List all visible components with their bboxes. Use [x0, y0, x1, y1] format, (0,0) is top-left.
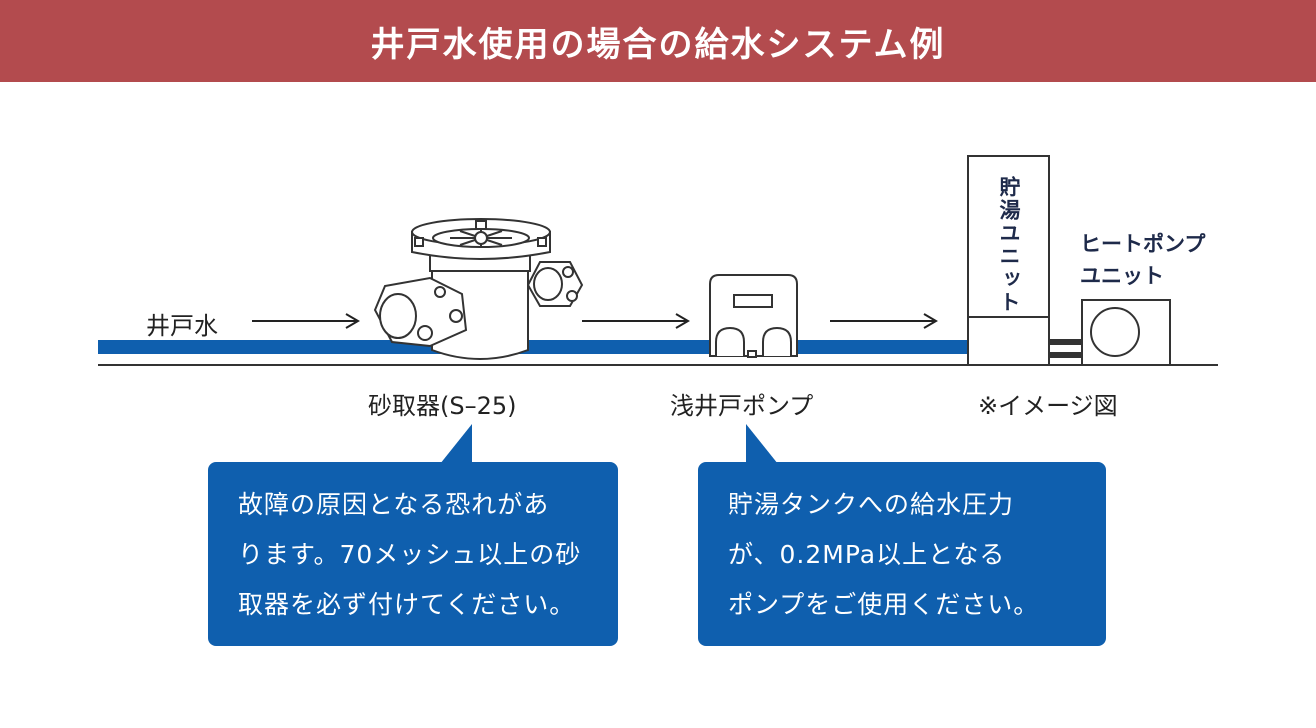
flow-arrow-2: [582, 313, 690, 329]
flow-arrow-3: [830, 313, 938, 329]
tank-label: 貯湯ユニット: [997, 176, 1021, 314]
heatpump-label-line2: ユニット: [1080, 264, 1164, 288]
heat-pump-icon: [1081, 299, 1171, 366]
callout-left-line: 取器を必ず付けてください。: [238, 590, 576, 619]
pump-label: 浅井戸ポンプ: [670, 392, 814, 420]
callout-left-line: 故障の原因となる恐れがあ: [238, 490, 550, 519]
well-pump-icon: [709, 274, 798, 358]
callout-right-tail: [746, 424, 778, 464]
callout-right-line: 貯湯タンクへの給水圧力: [728, 490, 1015, 519]
sand-filter-icon: [373, 218, 584, 360]
heatpump-label-line1: ヒートポンプ: [1080, 232, 1206, 256]
water-pipe: [98, 340, 970, 354]
page-title: 井戸水使用の場合の給水システム例: [0, 0, 1316, 82]
source-label: 井戸水: [146, 312, 218, 340]
callout-right-line: が、0.2MPa以上となる: [728, 540, 1006, 569]
heatpump-label: ヒートポンプ ユニット: [1080, 228, 1205, 292]
storage-tank-icon: [967, 155, 1050, 366]
callout-right: 貯湯タンクへの給水圧力 が、0.2MPa以上となる ポンプをご使用ください。: [698, 462, 1106, 646]
callout-left: 故障の原因となる恐れがあ ります。70メッシュ以上の砂 取器を必ず付けてください…: [208, 462, 618, 646]
callout-left-tail: [440, 424, 472, 464]
flow-arrow-1: [252, 313, 360, 329]
filter-label: 砂取器(S–25): [368, 392, 517, 420]
callout-right-line: ポンプをご使用ください。: [728, 590, 1040, 619]
note-label: ※イメージ図: [978, 392, 1118, 420]
connecting-pipes: [1049, 339, 1082, 358]
callout-left-line: ります。70メッシュ以上の砂: [238, 540, 582, 569]
